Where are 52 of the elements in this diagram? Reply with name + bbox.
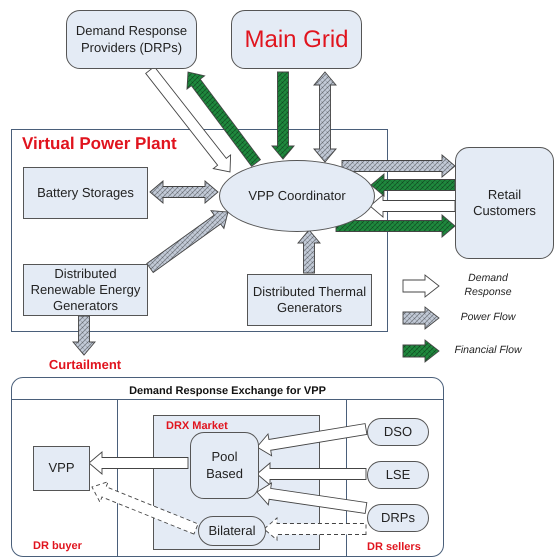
block-arrow [88,451,188,475]
block-arrow [91,480,199,535]
process-box [23,167,148,219]
block-arrow [256,423,368,457]
node-text: LSE [386,466,410,484]
node-text: DSO [384,424,412,440]
node-text: Main Grid [244,24,349,54]
block-arrow [313,71,337,163]
rounded-box [66,10,197,69]
node-text: VPP [48,460,74,477]
process-box [23,264,148,316]
legend-text: Demand Response [463,272,513,300]
node-text: VPP Coordinator [248,188,346,204]
block-arrow [370,173,456,197]
process-box [33,446,90,491]
node-label: Curtailment [40,355,130,375]
node-text: Pool Based [205,449,244,482]
rounded-box [190,432,259,499]
panel-title: DRX Market [166,420,228,434]
pill-box [367,418,429,446]
pill-box [367,461,429,489]
block-arrow [149,180,219,204]
rounded-box [455,147,554,259]
block-arrow [271,72,295,160]
node-text: Demand Response Providers (DRPs) [74,23,188,56]
node-text: Bilateral [208,522,256,540]
node-text: DRPs [381,510,415,526]
column-label: DR buyer [33,540,82,552]
block-arrow [342,154,456,178]
block-arrow [186,71,262,167]
block-arrow [369,194,456,218]
process-box [247,274,372,326]
node-text: Distributed Renewable Energy Generators [30,266,142,314]
legend-text: Financial Flow [453,344,523,358]
pill-box [198,516,266,546]
block-arrow [263,517,366,541]
panel-title: Demand Response Exchange for VPP [128,384,327,399]
node-text: Distributed Thermal Generators [252,284,368,316]
panel-title: Virtual Power Plant [22,133,177,154]
node-text: Battery Storages [37,184,134,202]
block-arrow [72,316,96,356]
block-arrow [256,482,368,514]
block-arrow [256,462,366,486]
block-arrow [146,210,229,274]
pill-box [367,504,429,532]
rounded-box [231,10,362,69]
legend-text: Power Flow [460,311,517,325]
node-text: Retail Customers [472,186,537,220]
column-label: DR sellers [367,541,421,553]
coordinator-ellipse [219,160,375,232]
block-arrow [297,229,321,274]
block-arrow [336,214,456,238]
